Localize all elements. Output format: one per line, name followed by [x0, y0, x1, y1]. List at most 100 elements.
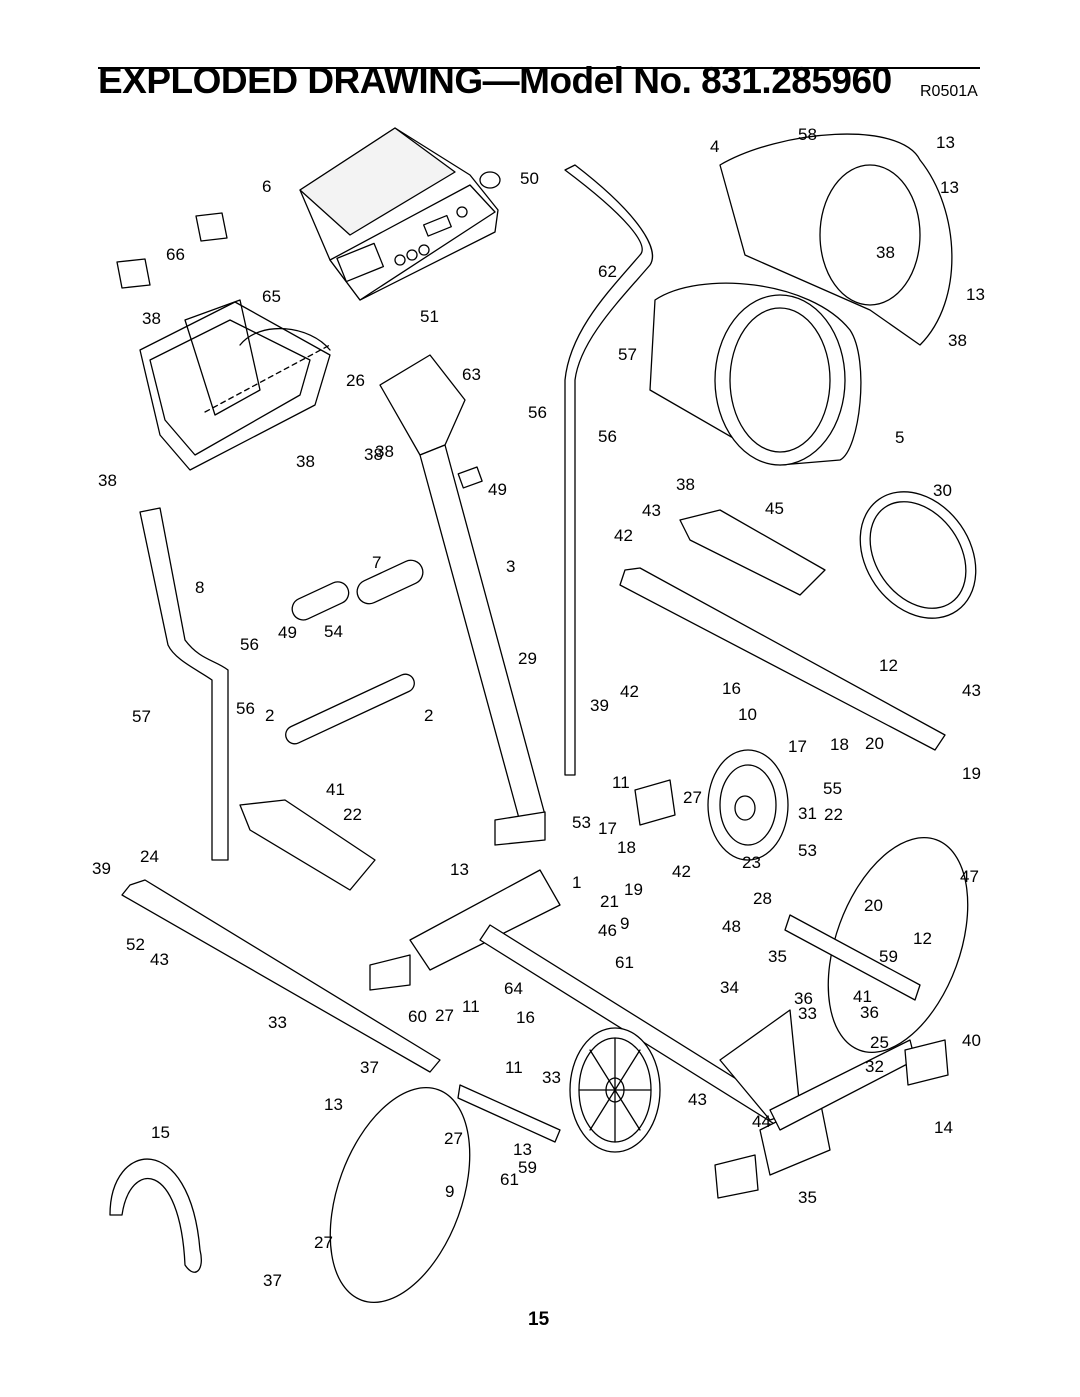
- part-callout-27: 27: [683, 788, 702, 807]
- part-callout-4: 4: [710, 137, 719, 156]
- part-callout-39: 39: [590, 696, 609, 715]
- part-callout-53: 53: [572, 813, 591, 832]
- part-callout-5: 5: [895, 428, 904, 447]
- part-callout-13: 13: [940, 178, 959, 197]
- handlebar-right-part: [564, 164, 654, 776]
- part-callout-13: 13: [966, 285, 985, 304]
- part-callout-27: 27: [435, 1006, 454, 1025]
- drawing-code: R0501A: [920, 83, 978, 100]
- guard-part: [109, 1158, 202, 1273]
- part-callout-17: 17: [788, 737, 807, 756]
- part-callout-41: 41: [326, 780, 345, 799]
- part-callout-43: 43: [688, 1090, 707, 1109]
- upright-part: [379, 354, 546, 823]
- shroud-part: [649, 133, 953, 466]
- part-callout-37: 37: [263, 1271, 282, 1290]
- part-callout-44: 44: [752, 1112, 771, 1131]
- part-callout-52: 52: [126, 935, 145, 954]
- part-callout-38: 38: [142, 309, 161, 328]
- part-callout-61: 61: [500, 1170, 519, 1189]
- part-callout-11: 11: [612, 773, 630, 792]
- part-callout-12: 12: [913, 929, 932, 948]
- part-callout-13: 13: [450, 860, 469, 879]
- part-callout-56: 56: [236, 699, 255, 718]
- part-callout-56: 56: [240, 635, 259, 654]
- part-callout-27: 27: [444, 1129, 463, 1148]
- part-callout-10: 10: [738, 705, 757, 724]
- part-callout-2: 2: [424, 706, 433, 725]
- part-callout-43: 43: [150, 950, 169, 969]
- page-number: 15: [528, 1309, 550, 1330]
- part-callout-33: 33: [268, 1013, 287, 1032]
- part-callout-59: 59: [879, 947, 898, 966]
- part-callout-31: 31: [798, 804, 817, 823]
- side-cover-right-part: [827, 836, 969, 1054]
- part-callout-56: 56: [528, 403, 547, 422]
- part-callout-49: 49: [488, 480, 507, 499]
- part-callout-15: 15: [151, 1123, 170, 1142]
- part-callout-51: 51: [420, 307, 439, 326]
- part-callout-55: 55: [823, 779, 842, 798]
- part-callout-54: 54: [324, 622, 343, 641]
- part-callout-47: 47: [960, 867, 979, 886]
- idler-bracket-part: [457, 914, 921, 1143]
- part-callout-42: 42: [672, 862, 691, 881]
- part-callout-59: 59: [518, 1158, 537, 1177]
- part-callout-25: 25: [870, 1033, 889, 1052]
- part-callout-13: 13: [513, 1140, 532, 1159]
- part-callout-38: 38: [98, 471, 117, 490]
- part-callout-21: 21: [600, 892, 619, 911]
- part-callout-3: 3: [506, 557, 515, 576]
- part-callout-41: 41: [853, 987, 872, 1006]
- part-callout-8: 8: [195, 578, 204, 597]
- part-callout-58: 58: [798, 125, 817, 144]
- part-callout-11: 11: [462, 997, 480, 1016]
- handlebar-left-part: [139, 507, 229, 861]
- part-callout-22: 22: [824, 805, 843, 824]
- part-callout-35: 35: [798, 1188, 817, 1207]
- part-callout-29: 29: [518, 649, 537, 668]
- part-callout-61: 61: [615, 953, 634, 972]
- pedal-arm-left-part: [121, 879, 441, 1073]
- part-callout-33: 33: [542, 1068, 561, 1087]
- part-callout-56: 56: [598, 427, 617, 446]
- part-callout-19: 19: [962, 764, 981, 783]
- part-callout-37: 37: [360, 1058, 379, 1077]
- part-callout-60: 60: [408, 1007, 427, 1026]
- part-callout-43: 43: [642, 501, 661, 520]
- part-callout-24: 24: [140, 847, 159, 866]
- part-callout-38: 38: [676, 475, 695, 494]
- part-callout-39: 39: [92, 859, 111, 878]
- part-callout-33: 33: [798, 1004, 817, 1023]
- page-title: EXPLODED DRAWING—Model No. 831.285960: [98, 60, 892, 101]
- part-callout-19: 19: [624, 880, 643, 899]
- flywheel-part: [569, 1027, 661, 1153]
- part-callout-38: 38: [375, 442, 394, 461]
- part-callout-42: 42: [614, 526, 633, 545]
- part-callout-40: 40: [962, 1031, 981, 1050]
- console-bracket-part: [139, 299, 331, 471]
- part-callout-63: 63: [462, 365, 481, 384]
- part-callout-6: 6: [262, 177, 271, 196]
- pulley-part: [707, 749, 789, 861]
- belt-part: [859, 491, 977, 619]
- part-callout-36: 36: [794, 989, 813, 1008]
- frame-part: [409, 811, 916, 1176]
- part-callout-65: 65: [262, 287, 281, 306]
- part-callout-14: 14: [934, 1118, 953, 1137]
- part-callout-28: 28: [753, 889, 772, 908]
- part-callout-2: 2: [265, 706, 274, 725]
- part-callout-9: 9: [620, 914, 629, 933]
- part-callout-11: 11: [505, 1058, 523, 1077]
- part-callout-12: 12: [879, 656, 898, 675]
- part-callout-17: 17: [598, 819, 617, 838]
- pedal-right-part: [679, 509, 826, 596]
- end-caps-parts: [369, 779, 949, 1199]
- part-callout-16: 16: [722, 679, 741, 698]
- part-callout-35: 35: [768, 947, 787, 966]
- part-callout-18: 18: [617, 838, 636, 857]
- part-callout-32: 32: [865, 1057, 884, 1076]
- part-callout-1: 1: [572, 873, 581, 892]
- part-callout-13: 13: [936, 133, 955, 152]
- part-callout-38: 38: [876, 243, 895, 262]
